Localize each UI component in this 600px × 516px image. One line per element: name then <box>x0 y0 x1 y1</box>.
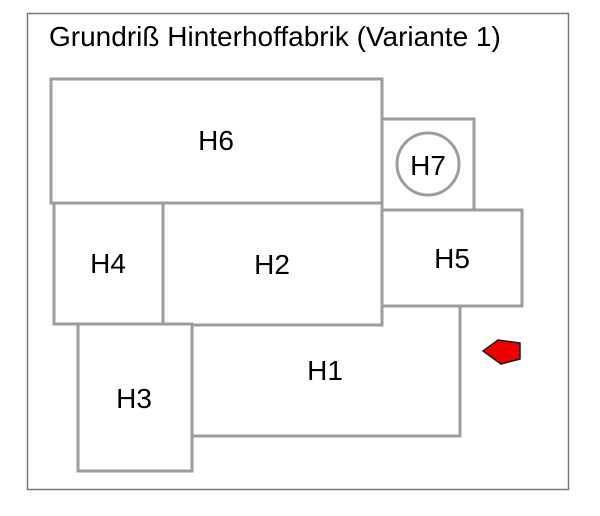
unit-h1-label: H1 <box>307 355 343 386</box>
unit-h4-shape <box>52 201 165 326</box>
diagram-title: Grundriß Hinterhoffabrik (Variante 1) <box>49 21 501 52</box>
unit-h5-shape <box>380 208 524 308</box>
unit-h4-label: H4 <box>90 248 126 279</box>
unit-h6-shape <box>49 77 384 205</box>
unit-h7-label: H7 <box>410 150 446 181</box>
unit-h7-circle <box>395 131 461 197</box>
diagram-frame <box>26 12 570 491</box>
unit-h3-label: H3 <box>116 383 152 414</box>
unit-h6-label: H6 <box>198 125 234 156</box>
red-arrow-left-icon <box>481 339 521 365</box>
unit-h2-shape <box>161 201 384 327</box>
unit-h3-shape <box>76 322 194 473</box>
unit-h5-label: H5 <box>434 243 470 274</box>
unit-h2-label: H2 <box>254 249 290 280</box>
